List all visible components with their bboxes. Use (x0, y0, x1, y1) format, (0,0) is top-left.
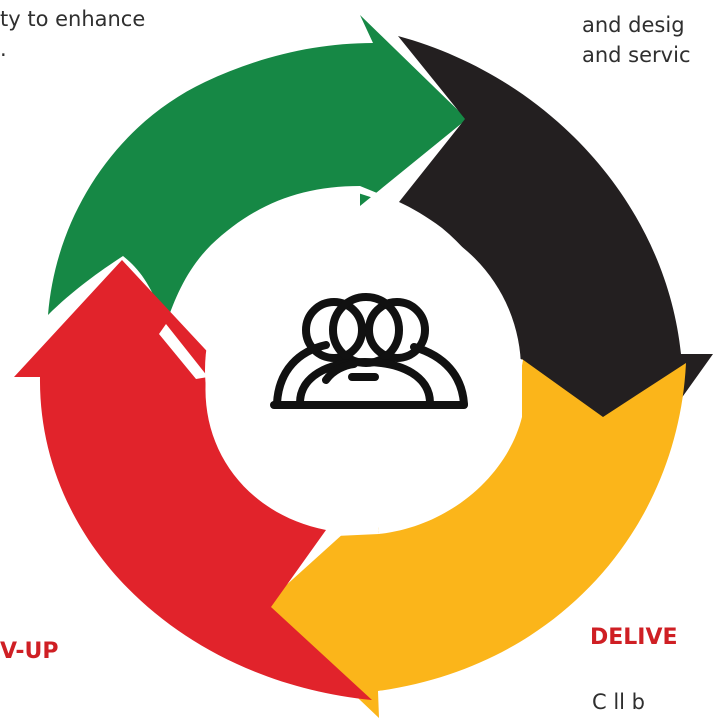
top-right-text-line-1: and desig (582, 13, 685, 37)
person-right-icon (365, 298, 468, 408)
top-left-text-line-2: . (0, 37, 7, 61)
center-person-body-icon (296, 358, 434, 407)
yellow-arrow (262, 359, 686, 718)
red-arrow (14, 260, 372, 700)
left-section-heading: V-UP (0, 639, 59, 664)
gap-top-right (358, 186, 399, 206)
top-left-text-line-1: ty to enhance (0, 7, 146, 31)
top-right-text-line-2: and servic (582, 43, 691, 67)
left-person-head-icon (302, 298, 366, 362)
person-left-icon (273, 298, 366, 407)
cycle-arrows (14, 15, 713, 718)
right-person-head-icon (365, 298, 429, 362)
bottom-right-text-fragment: C ll b (592, 690, 646, 714)
green-arrow (48, 15, 467, 324)
left-person-body-icon (273, 341, 330, 407)
center-person-shine-icon (322, 360, 358, 384)
black-arrow (398, 36, 713, 455)
gap-left (159, 324, 208, 379)
person-center-icon (296, 293, 434, 407)
people-group-icon (270, 293, 468, 409)
center-circle (205, 212, 521, 528)
right-person-body-icon (410, 343, 468, 408)
right-section-heading: DELIVE (590, 625, 678, 650)
